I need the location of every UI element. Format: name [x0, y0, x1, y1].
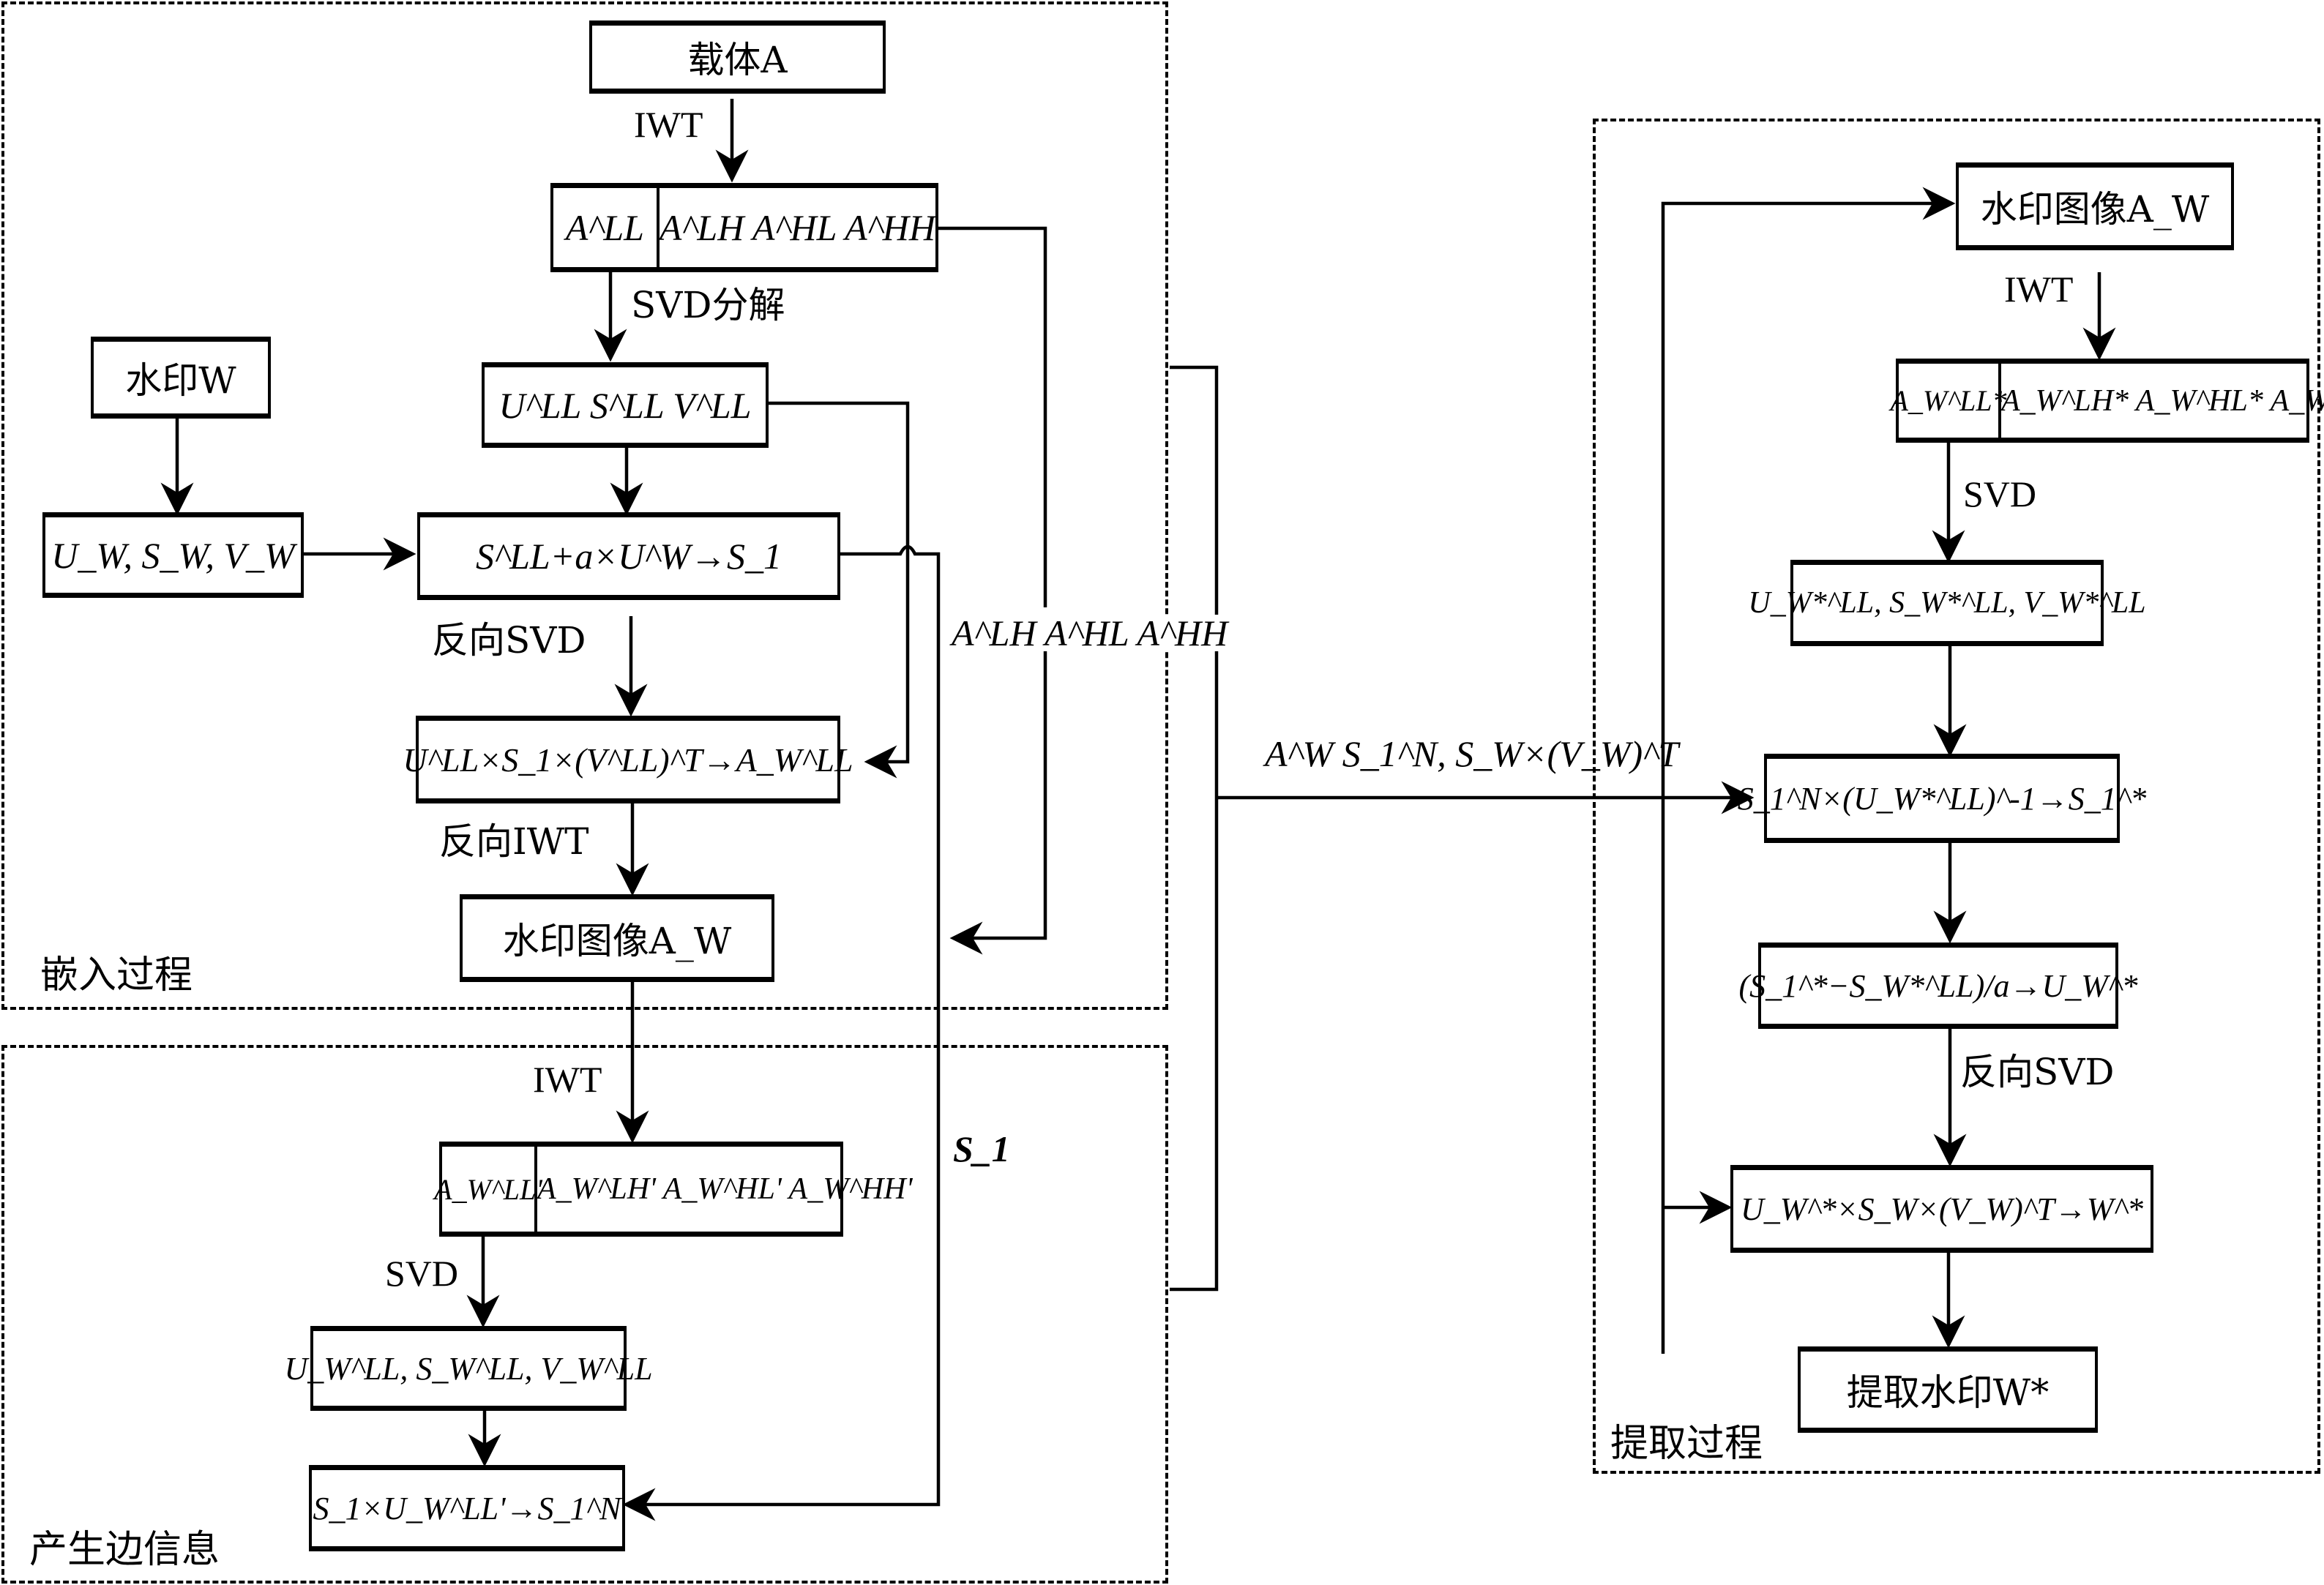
ext-s1-box: S_1^N×(U_W*^LL)^-1→S_1^* [1738, 754, 2146, 843]
line-vll-to-reconstruct [767, 401, 910, 779]
ext-result-box: 提取水印W* [1798, 1346, 2098, 1433]
side-usv-box: U_W^LL, S_W^LL, V_W^LL [284, 1326, 653, 1411]
svd-decompose-label: SVD分解 [631, 284, 785, 326]
embed-formula-box: S^LL+a×U^W→S_1 [417, 512, 840, 600]
embed-formula: S^LL+a×U^W→S_1 [475, 536, 782, 577]
side-result-formula: S_1×U_W^LL'→S_1^N [313, 1490, 621, 1526]
ext-s1-formula: S_1^N×(U_W*^LL)^-1→S_1^* [1737, 780, 2147, 817]
extract-region-title: 提取过程 [1610, 1422, 1763, 1466]
ext-svd-label: SVD [1963, 473, 2037, 514]
side-info-region [1, 1045, 1168, 1584]
embed-region [1, 1, 1168, 1010]
side-iwt-label: IWT [533, 1059, 602, 1100]
ext-subband-high: A_W^LH* A_W^HL* A_W^HH* [2001, 383, 2324, 418]
s1-label: S_1 [953, 1128, 1010, 1169]
embed-region-title: 嵌入过程 [40, 953, 193, 997]
side-svd-label: SVD [385, 1253, 459, 1294]
transfer-label: A^W S_1^N, S_W×(V_W)^T [1265, 733, 1679, 774]
subband-ll: A^LL [553, 188, 660, 267]
side-result-box: S_1×U_W^LL'→S_1^N [309, 1465, 625, 1551]
side-subband-ll: A_W^LL' [434, 1147, 542, 1232]
line-extract-bus-top [1661, 187, 1956, 1354]
ext-uw-box: (S_1^*−S_W*^LL)/a→U_W^* [1739, 943, 2137, 1029]
bypass-label: A^LH A^HL A^HH [952, 612, 1228, 653]
ext-inverse-svd-label: 反向SVD [1960, 1051, 2115, 1093]
inverse-iwt-label: 反向IWT [439, 820, 589, 863]
watermark-svd-box: U_W, S_W, V_W [42, 512, 304, 598]
subband-high: A^LH A^HL A^HH [659, 207, 935, 248]
ext-w-formula: U_W^*×S_W×(V_W)^T→W^* [1740, 1191, 2144, 1227]
ext-uw-formula: (S_1^*−S_W*^LL)/a→U_W^* [1738, 967, 2138, 1004]
ext-watermarked-image-label: 水印图像A_W [1980, 188, 2210, 231]
usv-box: U^LL S^LL V^LL [482, 362, 769, 448]
ext-usv-label: U_W*^LL, S_W*^LL, V_W*^LL [1748, 586, 2146, 620]
line-bypass-top [938, 226, 1047, 607]
line-s1-path [622, 544, 941, 1521]
ext-subband-ll: A_W^LL* [1890, 364, 2007, 438]
side-subband-high: A_W^LH' A_W^HL' A_W^HH' [537, 1172, 913, 1206]
watermarked-image-box: 水印图像A_W [460, 894, 774, 982]
carrier-label: 载体A [687, 39, 788, 81]
subbands-box: A^LL A^LH A^HL A^HH [550, 183, 938, 272]
side-subbands-box: A_W^LL' A_W^LH' A_W^HL' A_W^HH' [434, 1142, 913, 1237]
ext-watermarked-image-box: 水印图像A_W [1956, 162, 2234, 250]
line-bypass-bottom [949, 648, 1047, 955]
reconstruct-formula: U^LL×S_1×(V^LL)^T→A_W^LL [403, 741, 853, 779]
ext-iwt-label: IWT [2004, 269, 2074, 310]
ext-subbands-box: A_W^LL* A_W^LH* A_W^HL* A_W^HH* [1890, 359, 2324, 443]
carrier-box: 载体A [589, 20, 886, 94]
ext-usv-box: U_W*^LL, S_W*^LL, V_W*^LL [1748, 560, 2146, 646]
side-usv-label: U_W^LL, S_W^LL, V_W^LL [284, 1350, 653, 1387]
watermark-svd-label: U_W, S_W, V_W [51, 534, 295, 576]
usv-label: U^LL S^LL V^LL [498, 384, 752, 426]
iwt-label: IWT [634, 104, 703, 145]
side-info-region-title: 产生边信息 [29, 1528, 220, 1572]
ext-w-box: U_W^*×S_W×(V_W)^T→W^* [1730, 1165, 2153, 1253]
watermark-label: 水印W [125, 359, 236, 402]
watermarked-image-label: 水印图像A_W [502, 920, 732, 962]
ext-result-label: 提取水印W* [1846, 1371, 2050, 1414]
line-transfer-bracket [1170, 365, 1219, 1292]
inverse-svd-label: 反向SVD [432, 619, 586, 662]
reconstruct-box: U^LL×S_1×(V^LL)^T→A_W^LL [403, 716, 853, 803]
watermark-box: 水印W [91, 337, 271, 419]
